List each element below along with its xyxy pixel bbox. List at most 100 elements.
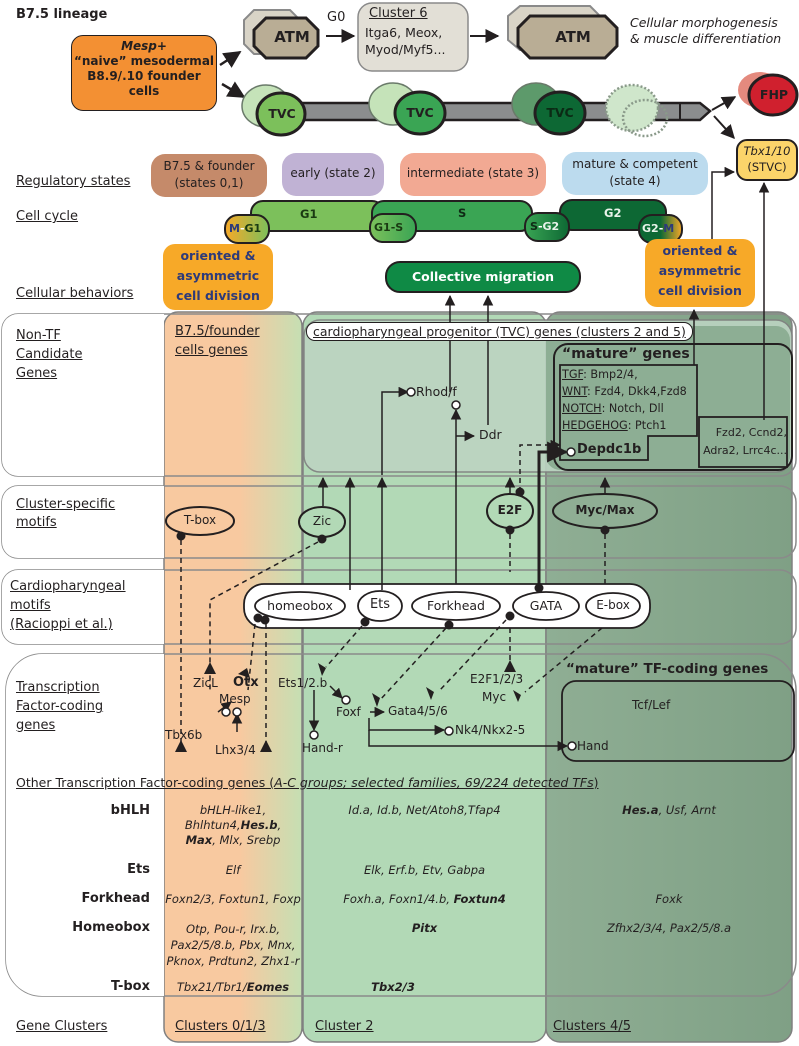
mature-hedgehog: HEDGEHOG: Ptch1 [562, 417, 687, 434]
cluster6-title: Cluster 6 [369, 6, 428, 21]
tvc2-cell [393, 90, 447, 136]
division-right-box [645, 239, 755, 307]
gene-gata456: Gata4/5/6 [388, 704, 448, 718]
g1-label: G1 [244, 222, 262, 235]
label-tf-genes-2: Factor-coding [16, 699, 104, 714]
wnt-key: WNT [562, 385, 588, 398]
gata-top-dot [534, 583, 544, 593]
tri-e2f [504, 660, 516, 672]
label-cell-cycle: Cell cycle [16, 209, 79, 224]
division-right-line3: cell division [658, 283, 742, 298]
outcome-line1: Cellular morphogenesis [630, 15, 778, 30]
state-founder-line1: B7.5 & founder [163, 159, 255, 173]
division-left-line2: asymmetric [176, 268, 260, 283]
phase-g1-s [369, 213, 417, 243]
forkhead-clusters013: Foxn2/3, Foxtun1, Foxp [165, 892, 301, 906]
arrow-ets-foxf [329, 685, 343, 699]
founder-mesp: Mesp+ [121, 39, 167, 53]
mesp-node2 [232, 707, 242, 717]
phase-g2-m-label: G2-M [642, 222, 675, 235]
g2m-g2: G2 [642, 222, 659, 235]
tri-zicl [204, 662, 216, 674]
state-early [282, 153, 384, 196]
motif-ets-label: Ets [369, 597, 391, 612]
tri-lhx [260, 740, 272, 752]
mature-genes-title: “mature” genes [562, 346, 690, 362]
wnt-genes: : Fzd4, Dkk4,Fzd8 [587, 385, 687, 398]
sg2-s: S [530, 220, 538, 233]
motif-forkhead-label: Forkhead [427, 598, 485, 613]
bhlh-c1-hesb: Hes.b [240, 818, 278, 832]
bhlh-c3-hesa: Hes.a [622, 803, 659, 817]
phase-g1-label: G1 [300, 207, 318, 221]
founder-genes-line1: B7.5/founder [175, 324, 260, 339]
motif-ebox [585, 592, 641, 620]
division-left-box [163, 244, 273, 310]
gene-nk4: Nk4/Nkx2-5 [455, 723, 526, 737]
motif-mycmax-label: Myc/Max [575, 503, 635, 517]
motif-ebox-label: E-box [596, 598, 630, 612]
state-founder-text: B7.5 & founder (states 0,1) [151, 158, 267, 192]
state-mature-text: mature & competent (state 4) [562, 156, 708, 190]
label-cluster-motifs: Cluster-specific motifs [16, 496, 115, 532]
notch-genes: : Notch, Dll [601, 402, 664, 415]
tri-tbx6b [175, 740, 187, 752]
stvc-label: Tbx1/10 (STVC) [737, 143, 797, 175]
phase-m-g1 [224, 214, 270, 244]
stvc-box [736, 139, 798, 181]
motif-homeobox [254, 591, 346, 621]
label-non-tf-2: Candidate [16, 347, 83, 362]
gene-lhx34: Lhx3/4 [215, 743, 256, 757]
label-cellular-behaviors: Cellular behaviors [16, 286, 134, 301]
ets-cluster2: Elk, Erf.b, Etv, Gabpa [363, 863, 486, 877]
other-tf-heading-close: ) [593, 775, 599, 790]
cluster6-genes: Itga6, Meox, Myod/Myf5... [365, 24, 445, 58]
tvc3-label: TVC [546, 105, 574, 120]
ets-clusters013: Elf [225, 863, 241, 877]
zic-dot [317, 534, 327, 544]
bhlh-clusters45: Hes.a, Usf, Arnt [546, 803, 792, 818]
label-gene-clusters: Gene Clusters [16, 1019, 108, 1034]
atm2-label: ATM [555, 28, 591, 46]
triangle-terminals [175, 660, 521, 752]
bhlh-c1-max: Max [185, 833, 213, 847]
motif-zic-label: Zic [312, 514, 332, 528]
division-right-line2: asymmetric [658, 263, 742, 278]
founder-b89: B8.9/.10 founder [87, 69, 201, 83]
rhod-node2 [451, 400, 461, 410]
homeobox-c1-l1: Otp, Pou-r, Irx.b, [185, 922, 281, 936]
gene-mesp: Mesp [219, 692, 251, 706]
tbox-cluster2: Tbx2/3 [371, 980, 415, 994]
link-ets-ets12b [325, 625, 363, 668]
fhp-label: FHP [759, 87, 789, 102]
state-early-text: early (state 2) [290, 166, 376, 180]
fhp-cell [747, 73, 799, 117]
family-homeobox: Homeobox [72, 920, 150, 935]
mature-tgf: TGF: Bmp2/4, [562, 366, 687, 383]
cluster6-genes-line2: Myod/Myf5... [365, 42, 446, 57]
tgf-key: TGF [562, 368, 584, 381]
gene-e2f123: E2F1/2/3 [470, 672, 524, 686]
motif-gata-label: GATA [529, 598, 563, 613]
mycmax-dot [600, 525, 610, 535]
motif-e2f-label: E2F [497, 503, 523, 517]
row-cardio-motifs-bg-left [2, 570, 164, 644]
phase-s-label: S [458, 206, 467, 220]
dashed-links [180, 534, 606, 745]
bhlh-c1-bhlhtun4: Bhlhtun4, [184, 818, 241, 832]
forkhead-dot [444, 620, 454, 630]
tbox-dot [176, 531, 186, 541]
e2f-top-dot [515, 487, 525, 497]
stvc-tbx: Tbx1/10 [743, 144, 791, 158]
tri-myc [513, 690, 521, 702]
motif-ets [357, 590, 403, 622]
label-cardio-motifs-1: Cardiopharyngeal [10, 579, 126, 594]
family-tbox: T-box [111, 979, 150, 994]
atm1-label: ATM [274, 28, 310, 46]
tvc1-label: TVC [268, 106, 296, 121]
mature-tf-title: “mature” TF-coding genes [566, 661, 769, 677]
dividing-cell-ghost [604, 83, 660, 133]
arrow-to-fhp [711, 96, 737, 111]
rhod-node [406, 387, 416, 397]
arrow-division-stvc [711, 166, 736, 239]
